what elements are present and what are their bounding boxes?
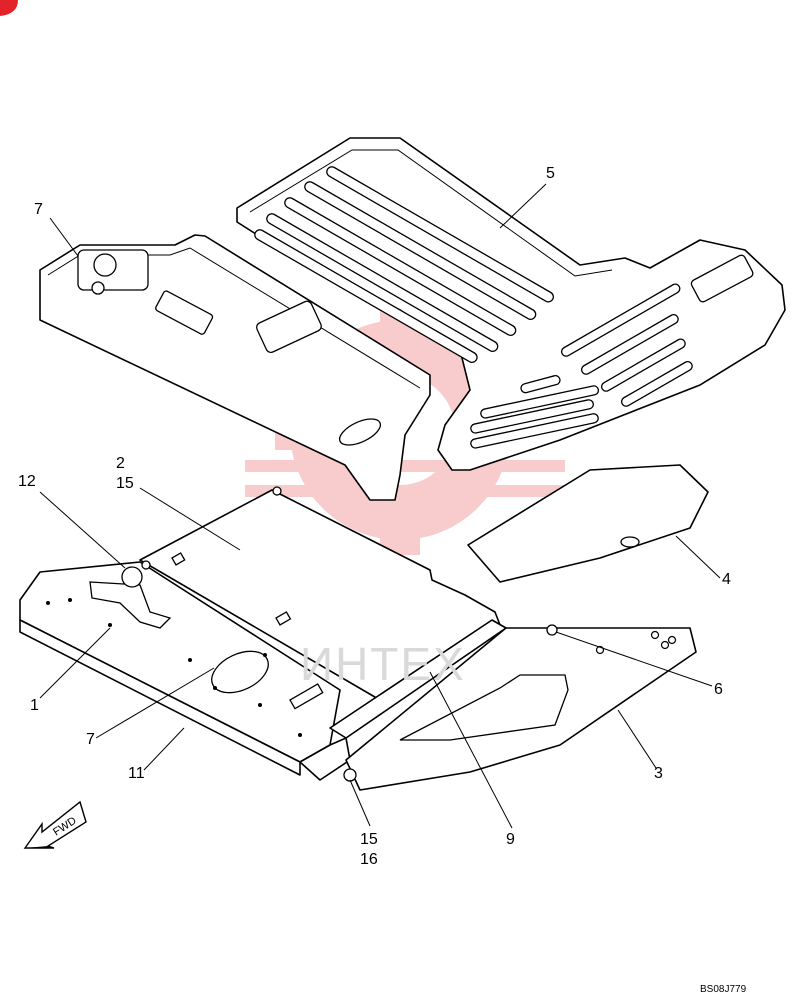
floor-mat <box>236 137 786 471</box>
panel-plug <box>338 418 382 446</box>
frame-cutout <box>89 581 172 629</box>
callout-7: 7 <box>86 731 95 748</box>
lock-hole <box>93 253 117 277</box>
callout-11: 11 <box>128 765 145 782</box>
frame-edge <box>19 619 301 776</box>
leader-lines <box>39 183 721 829</box>
callout-9: 9 <box>506 831 515 848</box>
gasket <box>467 464 709 583</box>
panel-slot <box>155 290 214 335</box>
frame-plate <box>19 486 341 776</box>
gasket-hole <box>620 536 640 548</box>
callout-2: 2 <box>116 455 125 472</box>
callout-4: 4 <box>722 571 731 588</box>
corner-mark <box>0 0 18 16</box>
callout-15-bottom: 15 <box>360 831 378 848</box>
drawing-code: BS08J779 <box>700 984 747 995</box>
callout-1: 1 <box>30 697 39 714</box>
callouts: 7 5 2 15 12 4 6 1 7 11 3 9 15 16 <box>18 165 731 868</box>
callout-12: 12 <box>18 473 36 490</box>
cover-panel <box>39 234 431 501</box>
plug-12 <box>121 566 143 588</box>
fwd-arrow: FWD <box>23 800 87 849</box>
callout-5: 5 <box>546 165 555 182</box>
callout-16: 16 <box>360 851 378 868</box>
watermark-text: ИНТЕХ <box>300 638 466 690</box>
mat-pocket <box>690 254 754 303</box>
side-plate-cutout <box>399 674 569 741</box>
panel-hatch <box>255 300 322 354</box>
callout-8: 7 <box>34 201 43 218</box>
callout-6: 6 <box>714 681 723 698</box>
callout-15-top: 15 <box>116 475 134 492</box>
frame-access-hole <box>211 650 269 694</box>
callout-3: 3 <box>654 765 663 782</box>
bolt-6 <box>546 624 558 636</box>
mat-ribs <box>254 166 693 449</box>
